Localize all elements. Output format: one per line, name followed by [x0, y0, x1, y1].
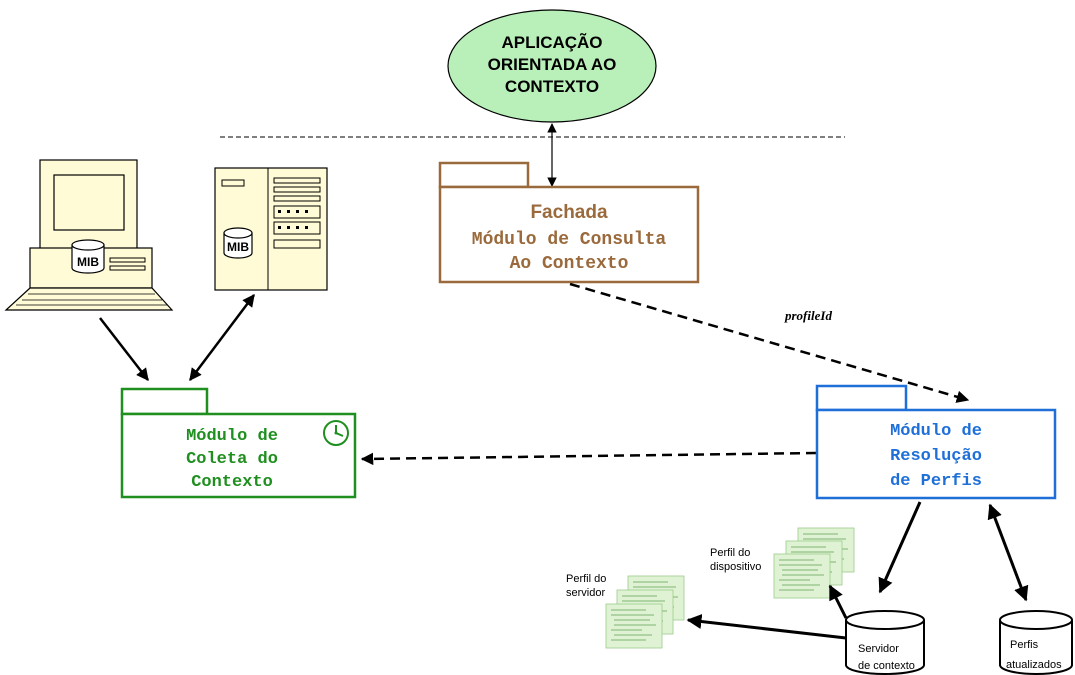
- application-label-line2: ORIENTADA AO: [488, 55, 617, 74]
- resolucao-line3: de Perfis: [890, 472, 982, 491]
- perfil-servidor-line2: servidor: [566, 587, 605, 599]
- keyboard: [4, 287, 174, 311]
- application-node: APLICAÇÃO ORIENTADA AO CONTEXTO: [447, 9, 657, 123]
- workstation-coleta-arrow: [99, 317, 149, 381]
- perfil-dispositivo-line1: Perfil do: [710, 547, 750, 559]
- application-ellipse: [447, 9, 657, 123]
- coleta-package: Módulo de Coleta do Contexto: [120, 387, 357, 499]
- fachada-tab: [438, 161, 530, 189]
- perfil-servidor-line1: Perfil do: [566, 573, 606, 585]
- monitor-screen: [53, 174, 125, 231]
- fachada-resolucao-arrow: [569, 282, 970, 403]
- perfis-atualizados-line2: atualizados: [1006, 659, 1062, 671]
- perfil-servidor-docs: [605, 575, 685, 649]
- coleta-line2: Coleta do: [186, 450, 278, 469]
- coleta-line3: Contexto: [191, 473, 273, 492]
- fachada-body: [438, 185, 700, 284]
- fachada-line1: Módulo de Consulta: [472, 230, 667, 250]
- resolucao-perfis-arrow: [987, 503, 1029, 602]
- mib-database-icon: MIB: [71, 239, 105, 274]
- server-mib-label: MIB: [227, 240, 249, 254]
- servidor-dispositivo-arrow: [828, 584, 848, 619]
- fachada-title: Fachada: [530, 202, 608, 223]
- fachada-line2: Ao Contexto: [510, 254, 629, 274]
- resolucao-package: Módulo de Resolução de Perfis: [815, 384, 1057, 500]
- fachada-package: Fachada Módulo de Consulta Ao Contexto: [438, 161, 700, 284]
- server-coleta-arrow: [189, 294, 255, 381]
- servidor-contexto-line1: Servidor: [858, 643, 899, 655]
- mib-database-icon: MIB: [223, 227, 253, 259]
- resolucao-coleta-arrow: [360, 451, 817, 466]
- workstation-computer: MIB: [4, 159, 174, 311]
- resolucao-tab: [815, 384, 908, 412]
- coleta-body: [120, 412, 357, 499]
- resolucao-line2: Resolução: [890, 447, 982, 466]
- server-tower: MIB: [214, 167, 328, 291]
- application-label-line3: CONTEXTO: [505, 77, 599, 96]
- perfis-atualizados-line1: Perfis: [1010, 639, 1039, 651]
- perfil-dispositivo-line2: dispositivo: [710, 561, 761, 573]
- coleta-tab: [120, 387, 209, 416]
- resolucao-servidor-arrow: [878, 501, 922, 594]
- servidor-contexto-line2: de contexto: [858, 660, 915, 672]
- perfil-dispositivo-docs: [773, 527, 855, 599]
- resolucao-body: [815, 408, 1057, 500]
- perfis-atualizados-database: Perfis atualizados: [999, 610, 1073, 675]
- application-label-line1: APLICAÇÃO: [501, 32, 602, 52]
- resolucao-line1: Módulo de: [890, 422, 982, 441]
- coleta-line1: Módulo de: [186, 427, 278, 446]
- servidor-perfilservidor-arrow: [686, 614, 847, 640]
- profileid-label: profileId: [784, 308, 832, 323]
- servidor-contexto-database: Servidor de contexto: [845, 610, 925, 675]
- workstation-mib-label: MIB: [77, 255, 99, 269]
- clock-icon: [323, 420, 349, 446]
